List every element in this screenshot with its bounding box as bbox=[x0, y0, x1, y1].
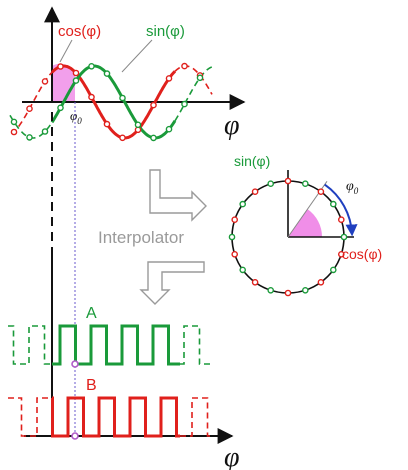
phi-axis-label-bottom: φ bbox=[224, 442, 240, 470]
cos-sample-point bbox=[103, 120, 111, 128]
signal-a-dashed bbox=[8, 325, 52, 365]
cos-label-leader bbox=[59, 39, 73, 63]
circle-cos-label: cos(φ) bbox=[342, 246, 382, 262]
circle-sample-point bbox=[231, 216, 238, 223]
circle-sample-point bbox=[251, 278, 259, 286]
sin-sample-point bbox=[165, 125, 173, 133]
circle-sample-point bbox=[284, 289, 292, 297]
signal-a-label: A bbox=[86, 305, 97, 322]
signal-a-dashed-end bbox=[180, 325, 214, 365]
cos-sample-point bbox=[57, 63, 64, 70]
circle-sample-point bbox=[301, 286, 309, 294]
circle-sample-point bbox=[239, 266, 246, 274]
signal-a bbox=[52, 324, 180, 366]
cos-sample-point bbox=[10, 128, 18, 136]
interpolator-block: Interpolator bbox=[98, 169, 207, 305]
cos-sample-point bbox=[41, 78, 49, 85]
sin-sample-point bbox=[57, 104, 64, 112]
sin-sample-points bbox=[10, 63, 204, 142]
phi-axis-label-top: φ bbox=[224, 110, 240, 141]
circle-sample-point bbox=[239, 200, 246, 208]
phi0-label-top: φ0 bbox=[70, 108, 82, 126]
phase-arc-arrow bbox=[324, 183, 358, 237]
signal-a-marker bbox=[71, 360, 79, 368]
sin-curve-dashed-end bbox=[174, 66, 213, 122]
circle-sample-point bbox=[340, 233, 348, 241]
circle-sample-point bbox=[317, 188, 325, 195]
quadrature-signals: A B φ bbox=[8, 250, 240, 470]
cos-sample-point bbox=[150, 101, 157, 109]
circle-sample-point bbox=[228, 233, 236, 241]
cos-sample-point bbox=[119, 134, 126, 142]
signal-b bbox=[51, 396, 180, 438]
sine-cosine-plot: cos(φ) sin(φ) φ0 φ bbox=[9, 6, 246, 142]
sin-sample-point bbox=[10, 118, 18, 126]
sin-label: sin(φ) bbox=[146, 23, 185, 40]
cos-sample-point bbox=[165, 75, 173, 82]
phase-wedge bbox=[288, 209, 323, 237]
interpolator-label: Interpolator bbox=[98, 228, 184, 247]
phi0-label-circle: φ0 bbox=[346, 179, 359, 196]
sin-label-leader bbox=[121, 39, 153, 73]
circle-sample-point bbox=[337, 250, 345, 258]
cos-sample-point bbox=[72, 69, 80, 77]
sin-sample-point bbox=[72, 77, 80, 84]
cos-sample-point bbox=[88, 93, 95, 101]
circle-sample-point bbox=[267, 180, 275, 187]
circle-sample-point bbox=[301, 180, 309, 187]
circle-sample-point bbox=[329, 266, 337, 274]
circle-sample-points bbox=[228, 177, 348, 297]
signal-b-label: B bbox=[86, 377, 97, 394]
sin-sample-point bbox=[103, 70, 111, 77]
cos-label: cos(φ) bbox=[58, 23, 101, 40]
cos-curve-dashed-end bbox=[174, 65, 213, 95]
sin-sample-point bbox=[150, 134, 157, 142]
circle-sample-point bbox=[284, 177, 292, 185]
sin-sample-point bbox=[26, 134, 33, 141]
cos-sample-point bbox=[181, 62, 188, 70]
circle-sample-point bbox=[231, 250, 238, 258]
circle-sample-point bbox=[267, 286, 275, 294]
signal-b-marker bbox=[71, 432, 79, 440]
cos-sample-point bbox=[26, 105, 33, 112]
sin-sample-point bbox=[134, 121, 142, 129]
sin-sample-point bbox=[88, 63, 95, 70]
signal-b-dashed bbox=[8, 397, 52, 437]
sin-sample-point bbox=[181, 100, 188, 108]
circle-sample-point bbox=[317, 278, 325, 286]
sin-sample-point bbox=[119, 94, 126, 102]
sin-sample-point bbox=[41, 128, 49, 135]
sin-sample-point bbox=[196, 74, 204, 82]
circle-sin-label: sin(φ) bbox=[234, 153, 270, 169]
cos-sample-points bbox=[10, 62, 204, 142]
circle-sample-point bbox=[251, 188, 259, 195]
circle-sample-point bbox=[337, 216, 345, 223]
phasor-circle: sin(φ) cos(φ) φ0 bbox=[228, 153, 382, 297]
signal-b-dashed-end bbox=[180, 397, 214, 437]
arrow-down-icon bbox=[139, 261, 205, 305]
circle-sample-point bbox=[329, 200, 337, 208]
arrow-right-icon bbox=[149, 169, 207, 222]
